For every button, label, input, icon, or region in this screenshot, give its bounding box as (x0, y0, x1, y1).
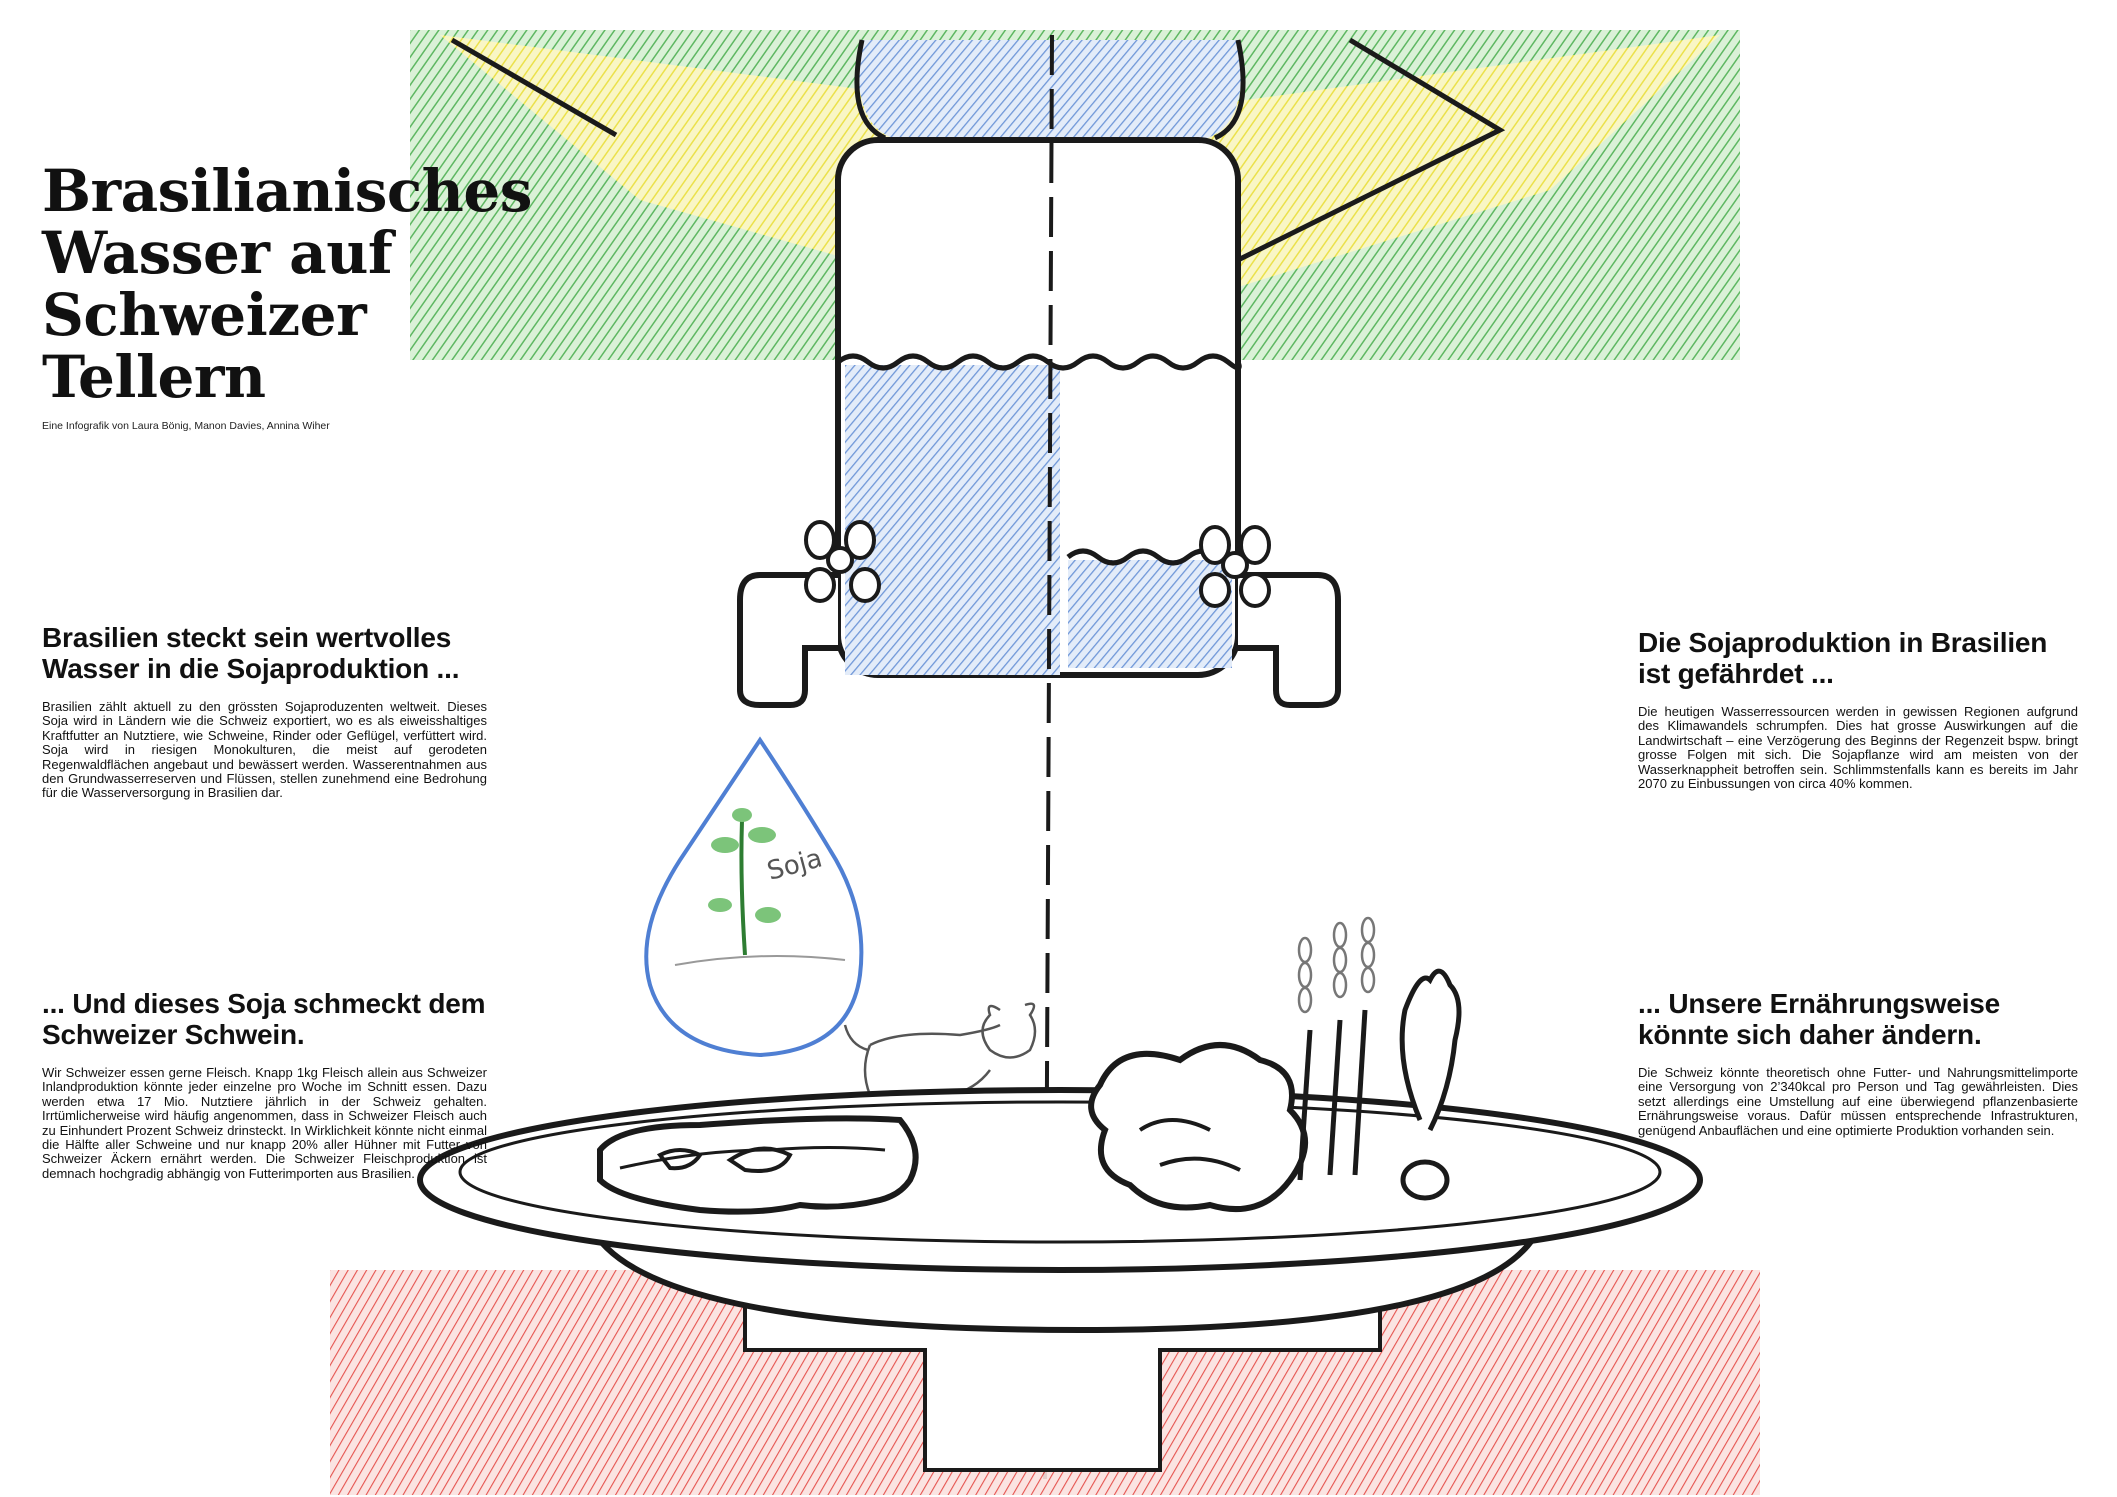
soy-plant-icon (708, 808, 781, 956)
section-heading: Die Sojaproduktion in Brasilien ist gefä… (1638, 627, 2048, 689)
page-title: Brasilianisches Wasser auf Schweizer Tel… (42, 160, 602, 408)
water-drop-icon: Soja (644, 736, 864, 1058)
wheat-icon (1297, 916, 1376, 1181)
plate-icon (417, 1087, 1703, 1334)
section-heading: ... Und dieses Soja schmeckt dem Schweiz… (42, 988, 486, 1050)
section-body: Wir Schweizer essen gerne Fleisch. Knapp… (42, 1065, 487, 1181)
section-soy-pig: ... Und dieses Soja schmeckt dem Schweiz… (42, 988, 487, 1181)
section-heading: Brasilien steckt sein wertvolles Wasser … (42, 622, 460, 684)
title-line: Brasilianisches (42, 157, 532, 225)
salad-icon (1088, 1042, 1308, 1213)
section-brazil-water: Brasilien steckt sein wertvolles Wasser … (42, 622, 487, 801)
section-body: Die heutigen Wasserressourcen werden in … (1638, 704, 2078, 792)
steak-icon (597, 1115, 919, 1215)
carrot-icon (1399, 968, 1462, 1201)
section-body: Brasilien zählt aktuell zu den grössten … (42, 699, 487, 801)
title-line: Schweizer (42, 281, 367, 349)
section-diet-change: ... Unsere Ernährungsweise könnte sich d… (1638, 988, 2078, 1138)
water-tank-icon (835, 39, 1250, 678)
faucet-icon (737, 520, 1341, 708)
title-line: Tellern (42, 343, 266, 411)
credits: Eine Infografik von Laura Bönig, Manon D… (42, 420, 330, 432)
section-heading: ... Unsere Ernährungsweise könnte sich d… (1638, 988, 2001, 1050)
section-soy-endangered: Die Sojaproduktion in Brasilien ist gefä… (1638, 627, 2078, 791)
section-body: Die Schweiz könnte theoretisch ohne Futt… (1638, 1065, 2078, 1138)
title-line: Wasser auf (42, 219, 393, 287)
